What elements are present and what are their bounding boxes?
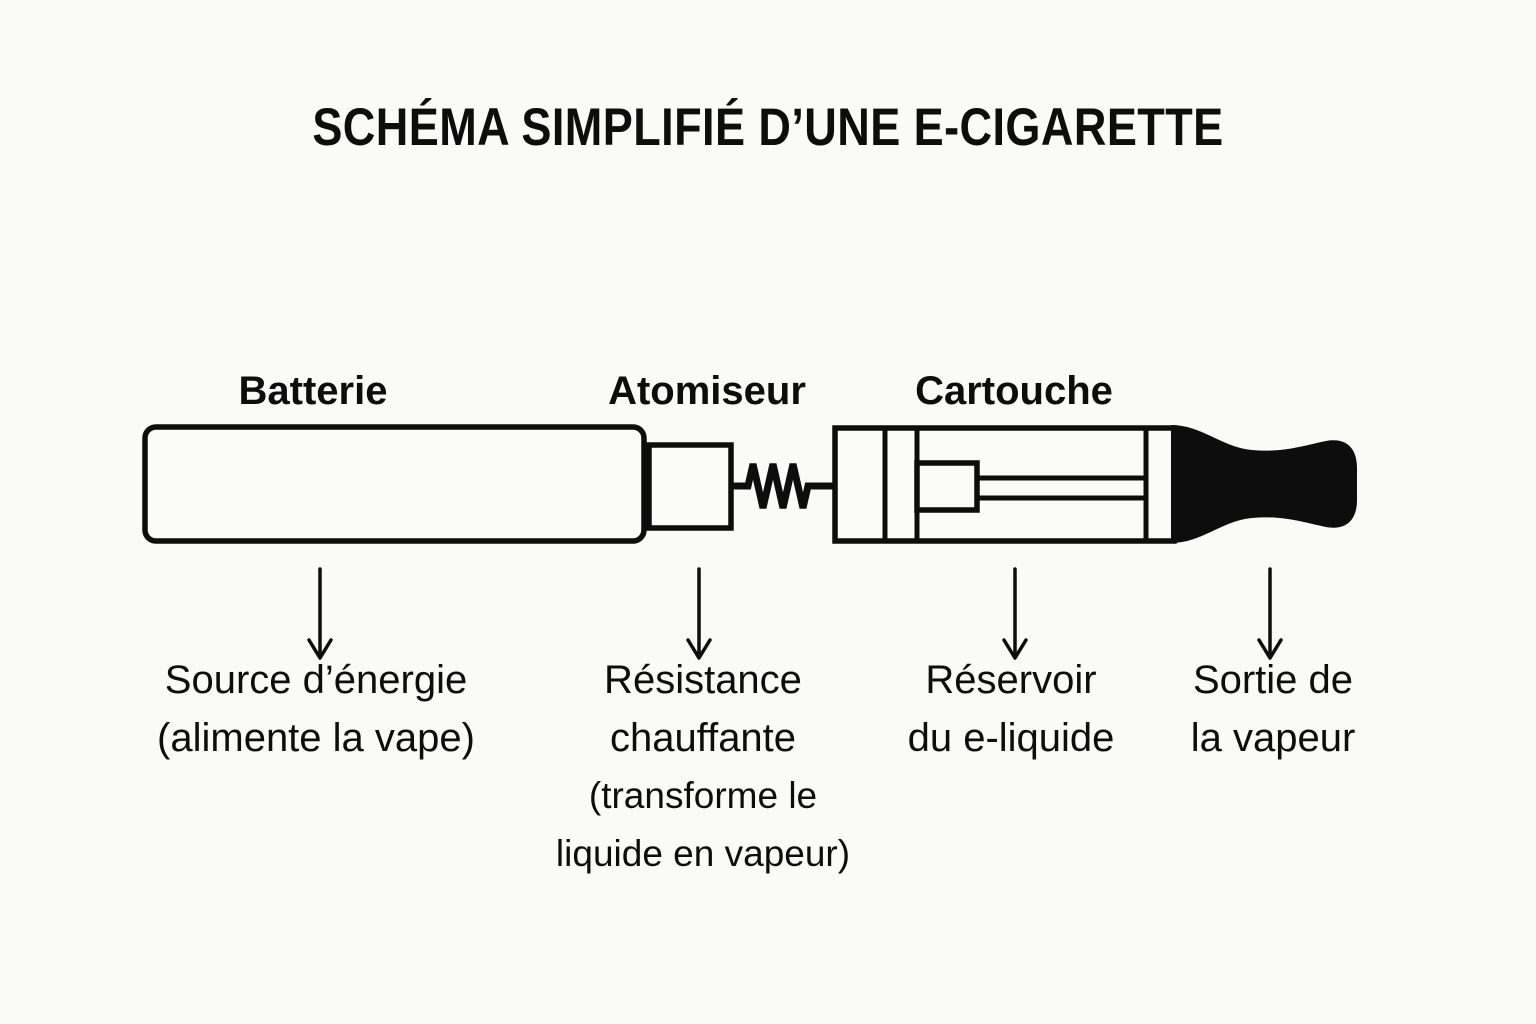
part-label-batterie: Batterie [238, 369, 388, 413]
callout-battery: Source d’énergie (alimente la vape) [157, 651, 475, 767]
callout-atomizer-subline1: (transforme le [588, 775, 818, 816]
arrow-down-atomizer [686, 567, 712, 660]
callout-atomizer-line2: chauffante [609, 716, 797, 760]
arrow-down-mouthpiece [1257, 567, 1283, 660]
part-label-atomiseur: Atomiseur [608, 369, 806, 413]
arrow-down-cartridge [1002, 567, 1028, 660]
coil-head-rect [914, 460, 980, 513]
callout-cartridge: Réservoir du e-liquide [908, 651, 1115, 767]
callout-vapour-line1: Sortie de [1192, 658, 1354, 702]
callout-cartridge-line2: du e-liquide [907, 716, 1115, 760]
callout-cartridge-line1: Réservoir [925, 658, 1097, 702]
callout-atomizer-line1: Résistance [604, 658, 802, 702]
callout-atomizer-subline2: liquide en vapeur) [555, 833, 851, 874]
callout-atomizer: Résistance chauffante (transforme le liq… [556, 651, 850, 883]
mouthpiece-shape [1171, 425, 1357, 543]
atomizer-box [646, 442, 734, 531]
cartridge-body [832, 425, 1177, 544]
battery-body [142, 424, 647, 544]
callout-battery-line2: (alimente la vape) [157, 716, 475, 760]
callout-battery-line1: Source d’énergie [164, 658, 468, 702]
part-label-cartouche: Cartouche [915, 369, 1113, 413]
callout-vapour-line2: la vapeur [1190, 716, 1356, 760]
arrow-down-battery [307, 567, 333, 660]
heating-coil-zigzag [731, 463, 835, 509]
page-title: SCHÉMA SIMPLIFIÉ D’UNE E-CIGARETTE [312, 98, 1224, 157]
callout-vapour-outlet: Sortie de la vapeur [1191, 651, 1356, 767]
